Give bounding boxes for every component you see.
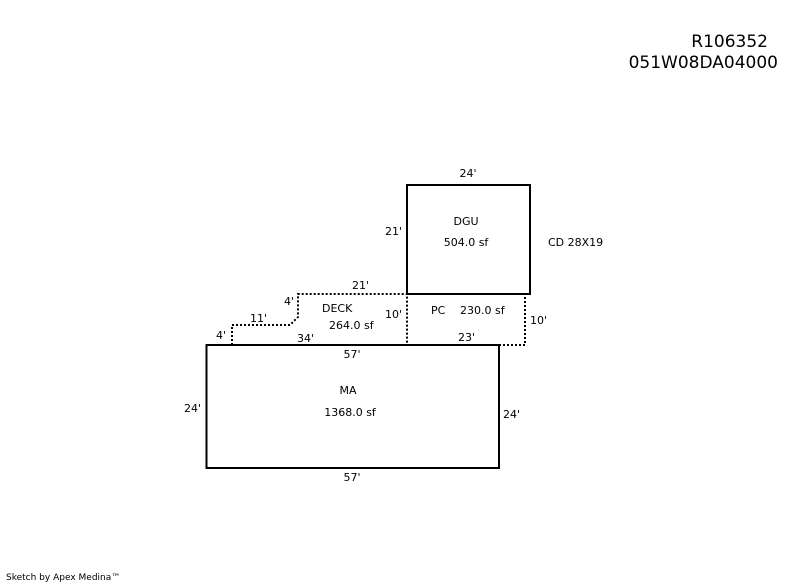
deck-step-v-dim: 4' xyxy=(284,295,294,308)
pc-bottom-dim: 23' xyxy=(458,331,475,344)
ma-top-dim: 57' xyxy=(343,348,360,361)
ma-right-dim: 24' xyxy=(503,408,520,421)
ma-outline xyxy=(205,344,500,469)
deck-right-dim: 10' xyxy=(385,308,402,321)
pc-area: 230.0 sf xyxy=(460,304,506,317)
dgu-note: CD 28X19 xyxy=(548,236,603,249)
deck-top-dim: 21' xyxy=(352,279,369,292)
deck-step-h-dim: 11' xyxy=(250,312,267,325)
ma-area: 1368.0 sf xyxy=(324,406,377,419)
ma-bottom-dim: 57' xyxy=(343,471,360,484)
dgu-left-dim: 21' xyxy=(385,225,402,238)
dgu-top-dim: 24' xyxy=(459,167,476,180)
dgu-outline xyxy=(406,184,531,295)
deck-bottom-dim: 34' xyxy=(297,332,314,345)
dgu-label: DGU xyxy=(453,215,478,228)
parcel-id: R106352 xyxy=(691,32,768,52)
deck-label: DECK xyxy=(322,302,353,315)
ma-left-dim: 24' xyxy=(184,402,201,415)
pc-outline xyxy=(499,293,530,346)
ma-label: MA xyxy=(339,384,356,397)
deck-outline xyxy=(231,293,408,345)
pc-right-dim: 10' xyxy=(530,314,547,327)
dgu-area: 504.0 sf xyxy=(444,236,490,249)
deck-area: 264.0 sf xyxy=(329,319,375,332)
deck-left-dim: 4' xyxy=(216,329,226,342)
pc-label: PC xyxy=(431,304,446,317)
map-number: 051W08DA04000 xyxy=(628,53,778,73)
sketch-credit: Sketch by Apex Medina™ xyxy=(6,573,121,583)
